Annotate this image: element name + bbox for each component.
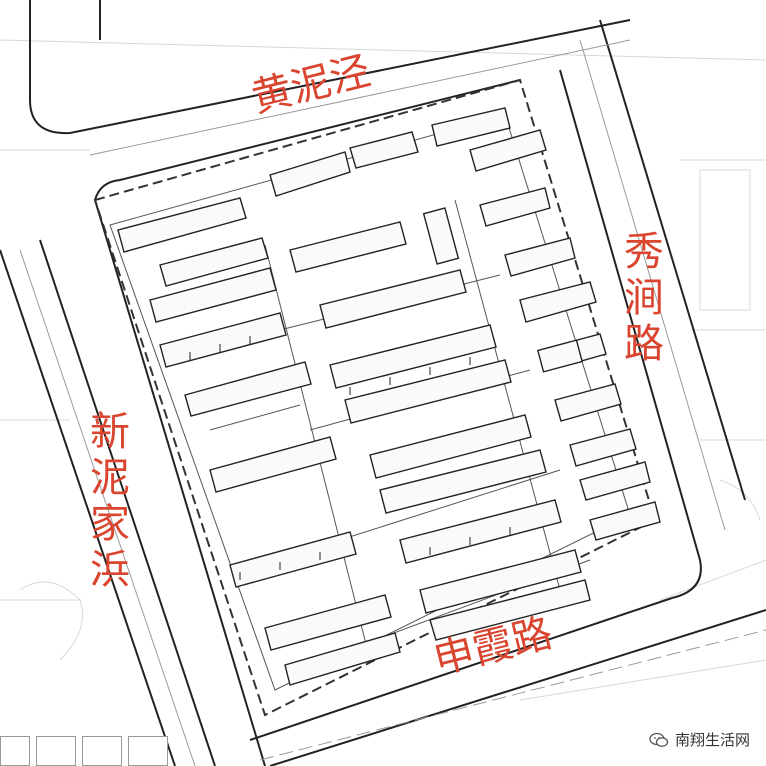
wechat-icon <box>649 732 669 747</box>
watermark-text: 南翔生活网 <box>674 731 750 749</box>
legend-box <box>0 736 30 766</box>
road-label-west: 新 泥 家 浜 <box>88 412 132 596</box>
background-lines <box>0 39 766 701</box>
legend-box <box>82 736 122 766</box>
road-label-west-char-2: 泥 <box>90 455 130 501</box>
road-label-west-char-4: 浜 <box>90 547 130 593</box>
road-centerlines <box>19 39 766 766</box>
legend-box <box>36 736 76 766</box>
road-label-west-char-1: 新 <box>90 409 130 455</box>
road-label-east-char-1: 秀 <box>624 229 664 275</box>
buildings <box>117 107 661 686</box>
road-label-west-char-3: 家 <box>90 501 130 547</box>
legend-box <box>128 736 168 766</box>
watermark: 南翔生活网 <box>642 727 756 752</box>
map-legend <box>0 736 168 766</box>
road-label-east-char-2: 涧 <box>624 275 664 321</box>
road-label-east-char-3: 路 <box>624 321 664 367</box>
road-label-east: 秀 涧 路 <box>622 232 666 370</box>
building-details <box>189 336 511 580</box>
